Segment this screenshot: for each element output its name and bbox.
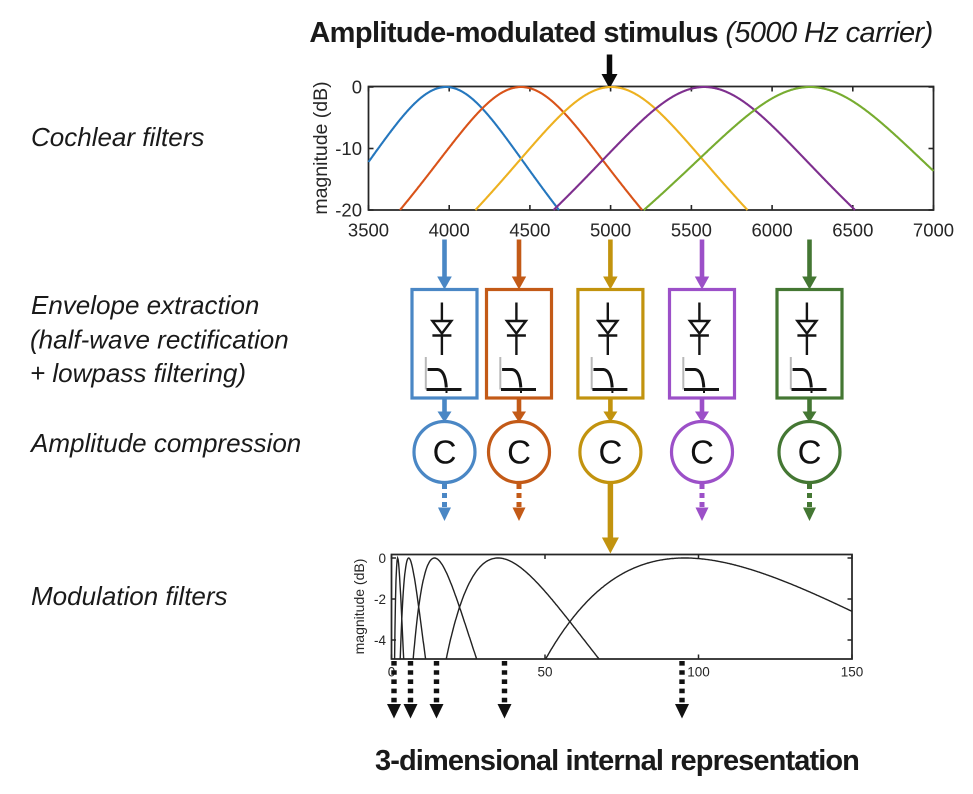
svg-text:Cochlear filters: Cochlear filters (31, 122, 204, 152)
svg-text:0: 0 (352, 77, 362, 98)
svg-text:C: C (598, 434, 622, 471)
svg-text:5000: 5000 (590, 220, 631, 241)
svg-text:Amplitude compression: Amplitude compression (29, 428, 301, 458)
svg-text:(half-wave rectification: (half-wave rectification (30, 325, 289, 355)
svg-text:C: C (507, 434, 531, 471)
svg-text:150: 150 (841, 665, 864, 680)
svg-text:magnitude (dB): magnitude (dB) (310, 81, 332, 214)
svg-text:Amplitude-modulated stimulus (: Amplitude-modulated stimulus (5000 Hz ca… (309, 17, 932, 49)
svg-text:3500: 3500 (348, 220, 389, 241)
svg-text:Envelope extraction: Envelope extraction (31, 290, 259, 320)
svg-text:C: C (690, 434, 714, 471)
svg-text:magnitude (dB): magnitude (dB) (351, 559, 367, 655)
svg-text:7000: 7000 (913, 220, 954, 241)
svg-text:C: C (433, 434, 457, 471)
svg-text:0: 0 (378, 551, 386, 566)
svg-text:Modulation filters: Modulation filters (31, 581, 228, 611)
svg-text:4000: 4000 (429, 220, 470, 241)
svg-text:3-dimensional internal represe: 3-dimensional internal representation (375, 745, 859, 777)
svg-text:-20: -20 (335, 200, 362, 221)
svg-text:6000: 6000 (752, 220, 793, 241)
svg-text:6500: 6500 (832, 220, 873, 241)
svg-text:5500: 5500 (671, 220, 712, 241)
svg-text:-10: -10 (335, 138, 362, 159)
svg-text:4500: 4500 (509, 220, 550, 241)
svg-text:+ lowpass filtering): + lowpass filtering) (30, 358, 246, 388)
svg-text:100: 100 (687, 665, 710, 680)
svg-text:-4: -4 (374, 633, 386, 648)
svg-text:-2: -2 (374, 592, 386, 607)
svg-text:C: C (798, 434, 822, 471)
svg-text:50: 50 (537, 665, 552, 680)
